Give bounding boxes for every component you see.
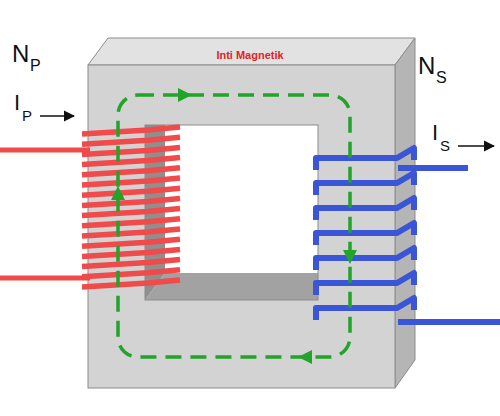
secondary-lead [398,319,500,325]
primary-winding [82,158,180,165]
secondary-winding [316,298,414,320]
subscript: S [436,70,447,86]
primary-winding [82,260,180,267]
current-symbol: I [14,92,20,114]
primary-winding [82,188,180,195]
primary-winding [82,229,180,236]
subscript: P [30,58,41,74]
primary-winding [82,168,180,175]
primary-winding [82,198,180,205]
winding-symbol: N [418,54,435,78]
core-label: Inti Magnetik [216,50,283,61]
winding-symbol: N [12,42,29,66]
primary-winding [82,239,180,246]
secondary-lead [398,165,468,171]
secondary-winding [316,273,414,295]
secondary-winding [316,198,414,220]
secondary-winding [316,248,414,270]
current-arrow [458,145,494,147]
primary-winding [82,127,180,134]
current-arrow [40,115,74,117]
primary-winding [82,270,180,277]
primary-winding [82,147,180,154]
primary-winding [82,178,180,185]
primary-winding [82,137,180,144]
current-symbol: I [432,122,438,144]
secondary-winding [316,148,414,170]
subscript: S [440,138,450,153]
primary-winding [82,249,180,256]
secondary-winding [316,173,414,195]
secondary-winding [316,223,414,245]
secondary-coil [316,148,500,322]
magnetic-flux-path [111,88,357,364]
primary-lead [0,276,90,281]
primary-winding [82,219,180,226]
primary-lead [0,148,90,153]
subscript: P [22,108,32,123]
primary-winding [82,209,180,216]
primary-coil [0,127,180,287]
primary-winding [82,280,180,287]
